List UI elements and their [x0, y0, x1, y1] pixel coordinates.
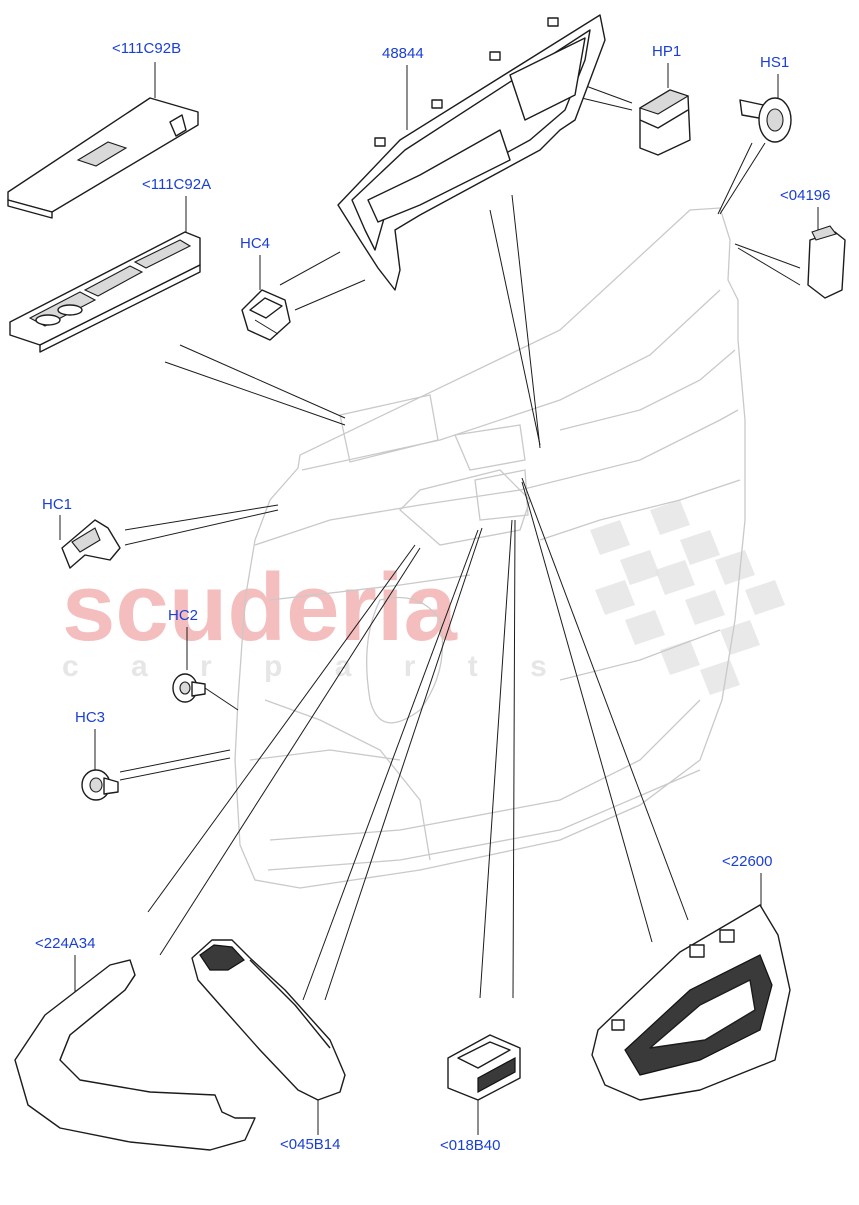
part-018b40-switch	[447, 1034, 521, 1101]
callout-hc2[interactable]: HC2	[168, 607, 199, 624]
part-hp1-plug	[638, 89, 691, 156]
callout-045b14[interactable]: <045B14	[280, 1136, 341, 1153]
watermark-sub: c a r p a r t s	[62, 650, 569, 683]
part-hc4-clip	[241, 289, 291, 341]
leader-lines	[59, 62, 819, 1135]
part-hc2-grommet	[172, 673, 206, 703]
part-111c92b-switch-bezel	[7, 97, 199, 219]
part-04196-end-cap	[807, 225, 846, 299]
watermark-checker-flag	[590, 500, 785, 695]
callout-224a34[interactable]: <224A34	[35, 935, 96, 952]
callout-hp1[interactable]: HP1	[652, 43, 682, 60]
callout-hc4[interactable]: HC4	[240, 235, 271, 252]
part-22600-door-handle	[591, 904, 791, 1101]
callout-018b40[interactable]: <018B40	[440, 1137, 501, 1154]
part-48844-armrest-frame	[337, 14, 606, 291]
part-224a34-pull-cup	[14, 959, 256, 1151]
callout-hc1[interactable]: HC1	[42, 496, 73, 513]
callout-48844[interactable]: 48844	[382, 45, 424, 62]
callout-04196[interactable]: <04196	[780, 187, 831, 204]
part-hc3-grommet	[81, 769, 119, 801]
callout-22600[interactable]: <22600	[722, 853, 773, 870]
callout-hs1[interactable]: HS1	[760, 54, 790, 71]
callout-111c92b[interactable]: <111C92B	[112, 40, 182, 57]
part-111c92a-switch-pack	[9, 231, 201, 353]
watermark: scuderia c a r p a r t s	[62, 500, 785, 695]
door-trim-panel	[234, 207, 746, 889]
callout-111c92a[interactable]: <111C92A	[142, 176, 212, 193]
watermark-brand: scuderia	[62, 554, 457, 661]
callout-hc3[interactable]: HC3	[75, 709, 106, 726]
part-045b14-grab-handle	[191, 939, 346, 1101]
part-hc1-clip	[61, 519, 121, 569]
part-hs1-screw	[739, 97, 792, 143]
